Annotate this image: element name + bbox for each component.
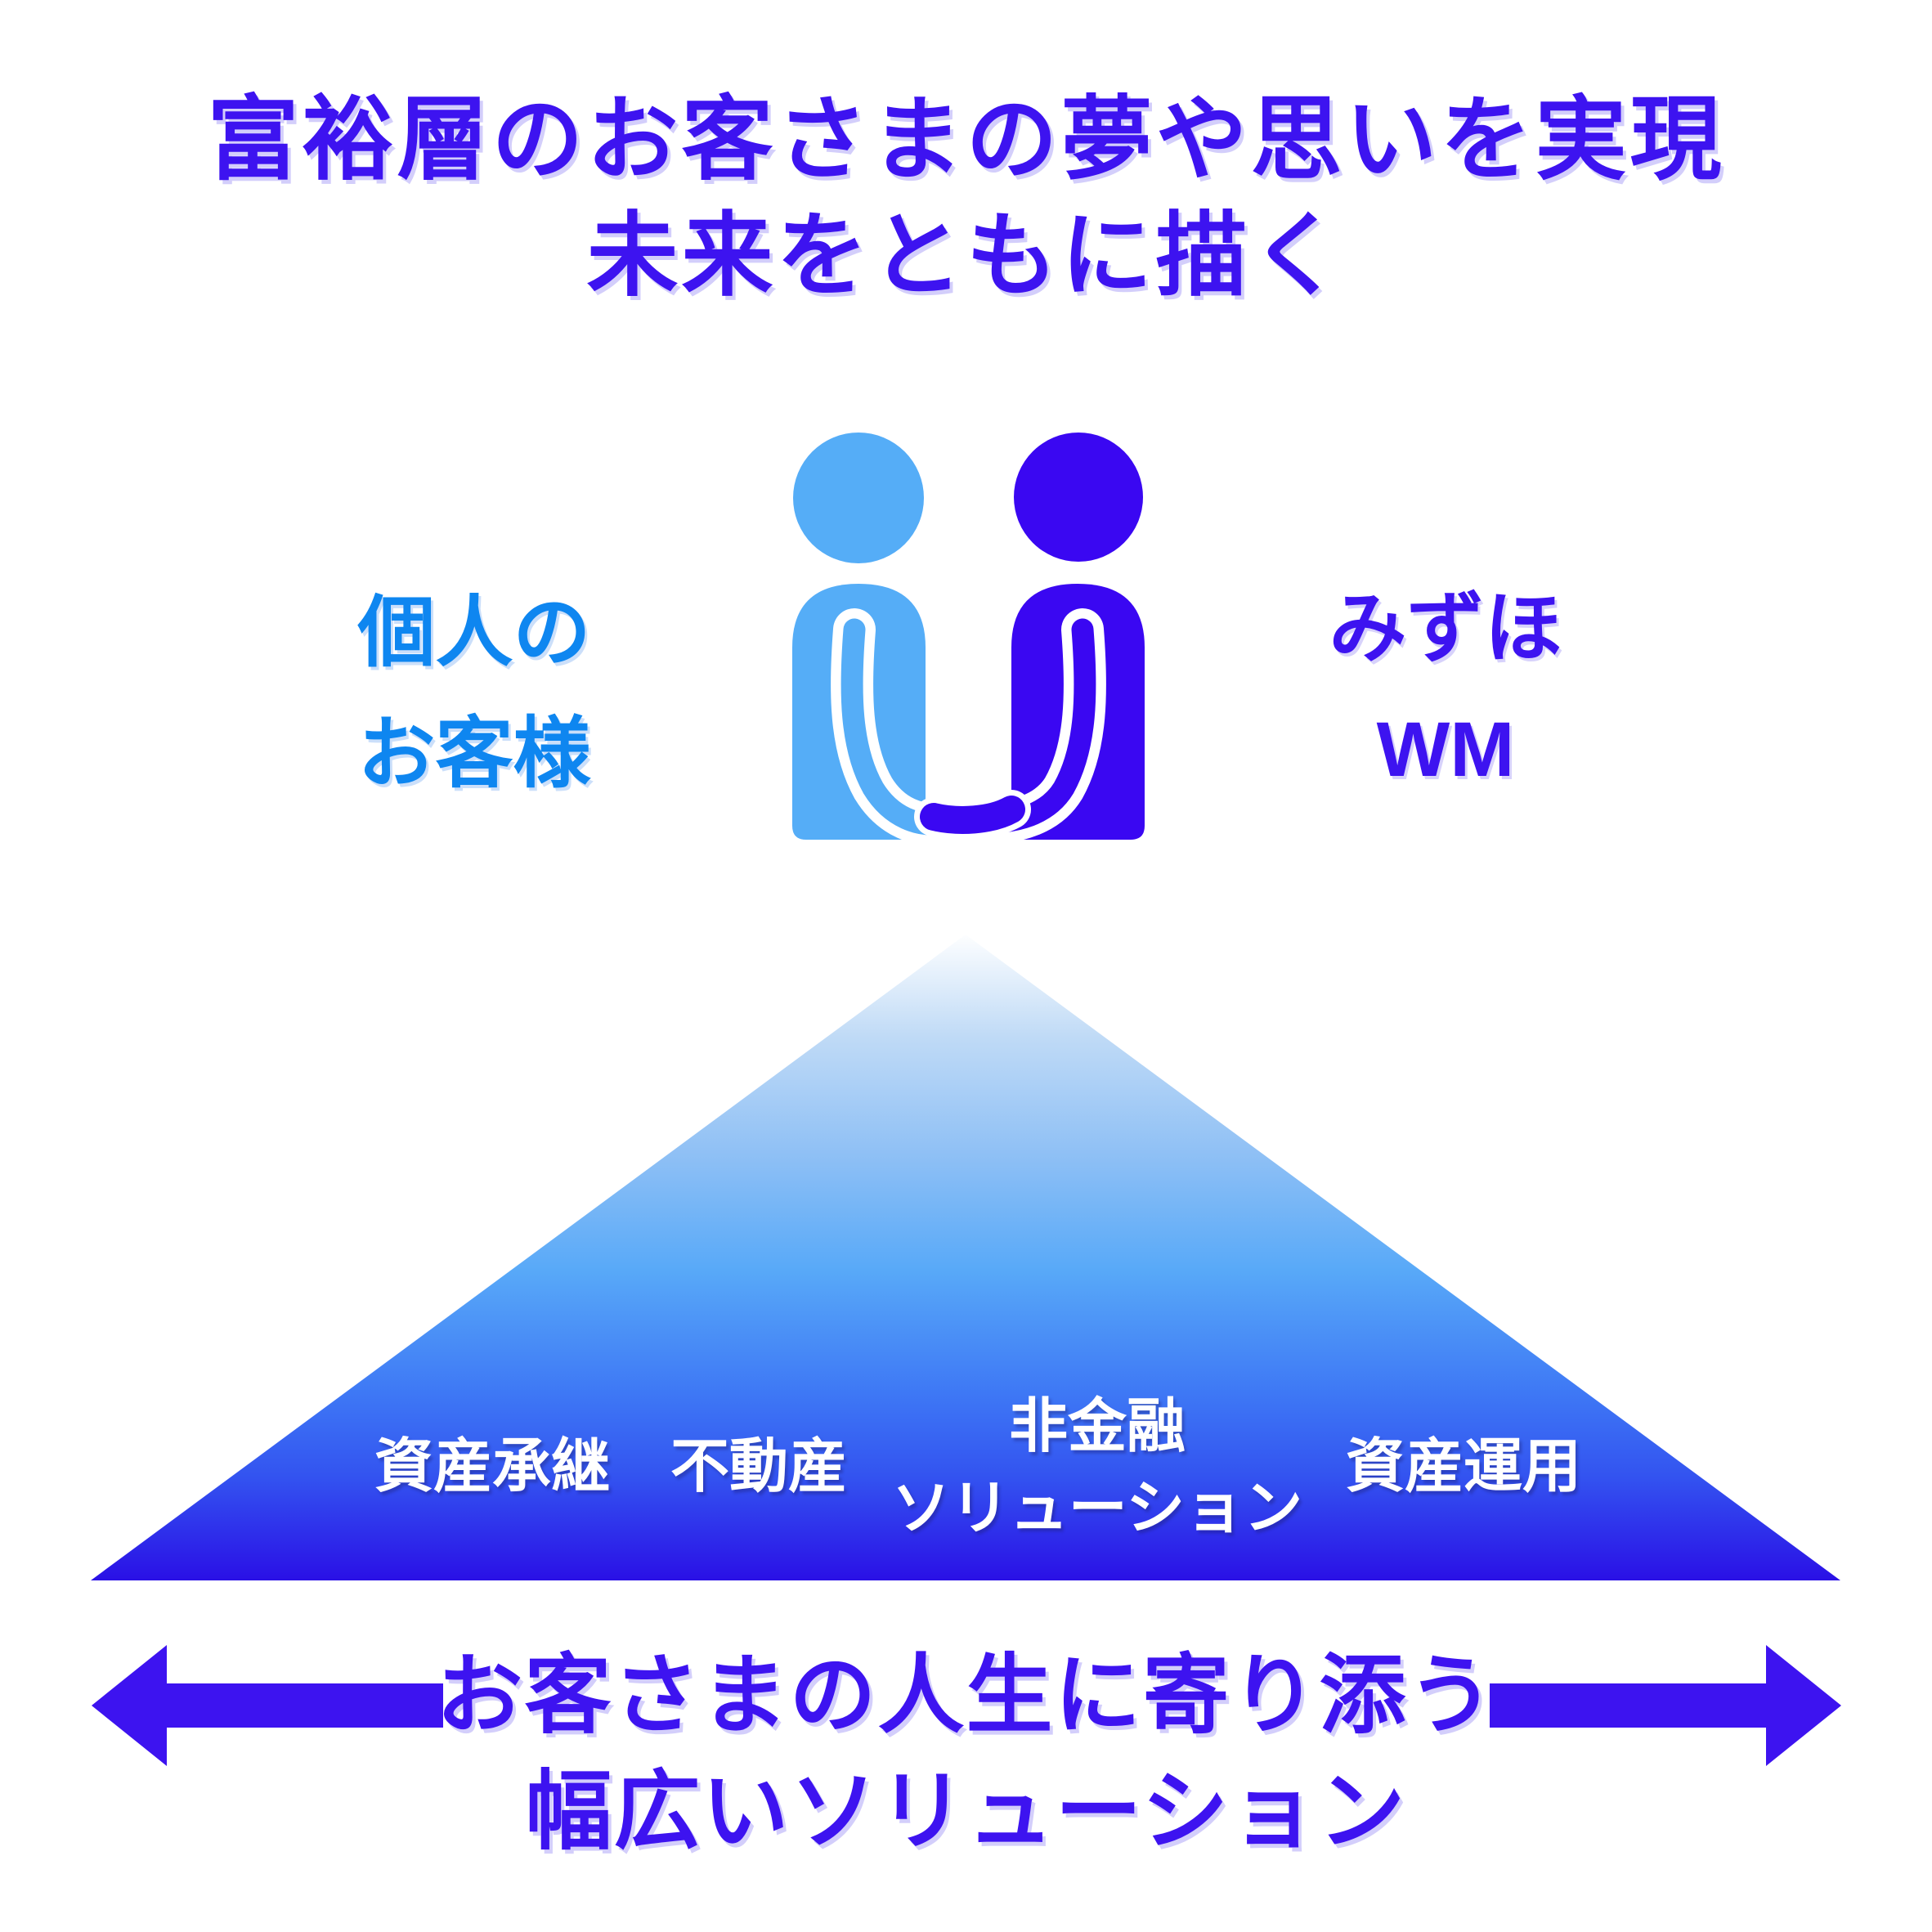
customer-figure-head (793, 433, 924, 563)
customer-label-line1: 個人の (357, 589, 591, 676)
title-line2: 未来をともに描く (586, 204, 1346, 307)
mizuho-figure (914, 433, 1145, 844)
pyramid-item-succession: 資産承継 (374, 1426, 610, 1508)
pyramid-item-line1: 資産運用 (1345, 1434, 1582, 1499)
bottom-caption-line1: お客さまの人生に寄り添う (436, 1647, 1496, 1744)
pyramid-shape (91, 935, 1840, 1580)
pyramid-triangle (91, 935, 1840, 1580)
company-label-line2: WM (1376, 706, 1515, 793)
handshake-hands (920, 796, 1025, 834)
pyramid-item-real-estate: 不動産 (670, 1426, 847, 1508)
mizuho-figure-head (1014, 433, 1143, 562)
pyramid-item-non-financial: 非金融 ソリューション (892, 1386, 1303, 1549)
company-label-line1: みずほ (1329, 585, 1562, 672)
handshake-icon (792, 433, 1145, 845)
company-label: みずほ WM (1241, 568, 1650, 810)
pyramid-item-line1: 不動産 (670, 1434, 848, 1499)
right-arrow-icon (1490, 1645, 1841, 1766)
bottom-caption: お客さまの人生に寄り添う 幅広いソリューション (0, 1638, 1932, 1870)
pyramid-item-line2: ソリューション (891, 1476, 1303, 1541)
pyramid-item-line1: 非金融 (1008, 1394, 1186, 1459)
pyramid-item-asset-management: 資産運用 (1346, 1426, 1581, 1508)
left-arrow-icon (92, 1645, 443, 1766)
pyramid-item-line1: 資産承継 (374, 1434, 611, 1499)
bottom-caption-line2: 幅広いソリューション (525, 1764, 1407, 1860)
title-line1: 富裕層のお客さまの夢や思いを実現 (207, 88, 1725, 191)
left-arrow-shape (92, 1645, 443, 1766)
customer-label-line2: お客様 (357, 710, 591, 797)
customer-figure (792, 433, 965, 845)
customer-label: 個人の お客様 (270, 572, 679, 814)
right-arrow-shape (1490, 1645, 1841, 1766)
page-title: 富裕層のお客さまの夢や思いを実現 未来をともに描く (0, 82, 1932, 314)
